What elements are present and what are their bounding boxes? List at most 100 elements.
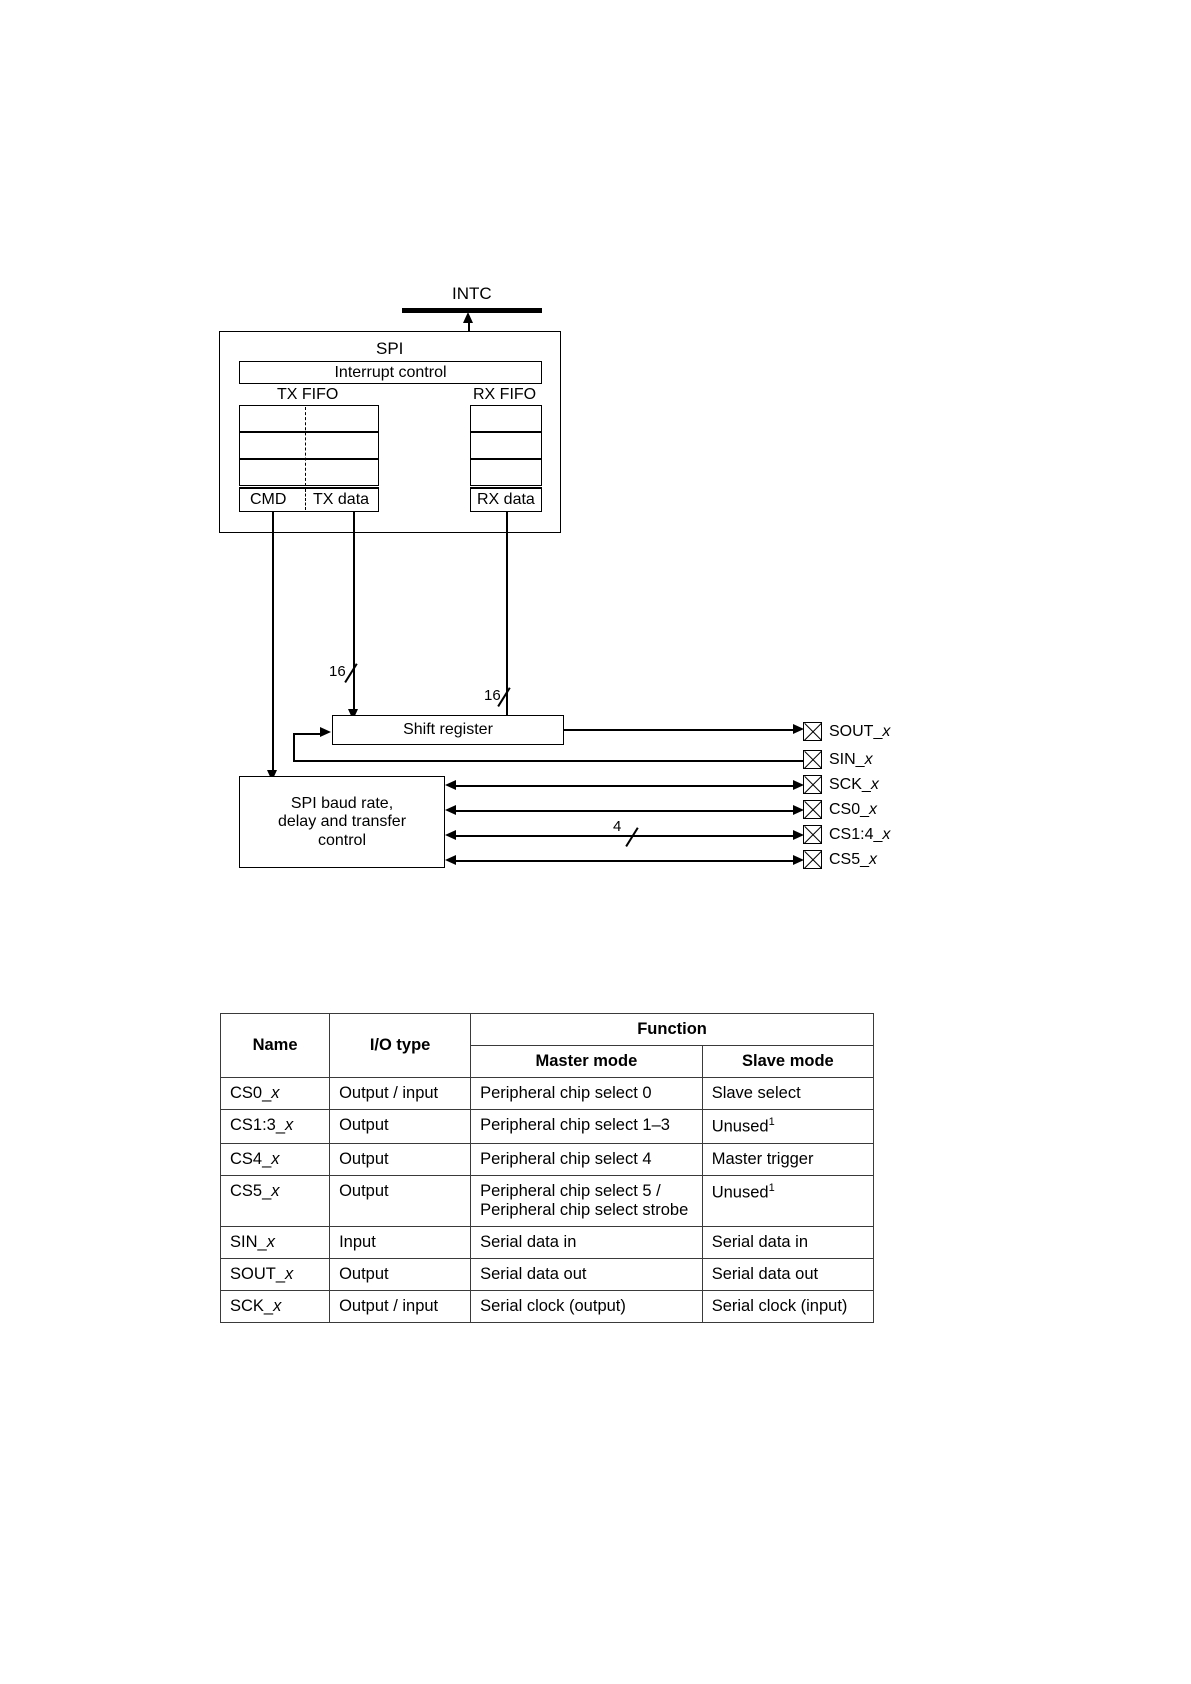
cell-name-suffix: x [271, 1181, 280, 1200]
sin-feedback-line [293, 760, 812, 762]
spi-baud-control-label-group: SPI baud rate, delay and transfer contro… [239, 795, 445, 850]
txdata-bus-width-slash [344, 663, 358, 683]
pin-label-sout: SOUT_x [829, 723, 891, 740]
pin-label-cs0-base: CS0 [829, 801, 861, 818]
baud-label-line-1: SPI baud rate, [290, 795, 394, 812]
pin-label-sin-suffix: x [864, 751, 873, 768]
pin-label-cs5-suffix: x [869, 851, 878, 868]
shift-to-rxdata-line [506, 512, 508, 716]
cell-name-suffix: x [266, 1232, 275, 1251]
shift-register-block: Shift register [332, 715, 564, 745]
cell-master-mode: Serial data in [470, 1225, 703, 1259]
cs5-arrow-right-icon [793, 855, 804, 865]
cell-io-type: Output [329, 1142, 472, 1176]
cs-bus-width-label: 4 [613, 818, 622, 835]
txdata-to-shift-line [353, 512, 355, 715]
tx-data-cell-label: TX data [313, 491, 370, 508]
cell-name: SOUT_x [219, 1257, 331, 1291]
cs0-arrow-right-icon [793, 805, 804, 815]
interrupt-control-block: Interrupt control [239, 361, 542, 384]
cell-master-mode: Peripheral chip select 1–3 [470, 1109, 703, 1144]
tx-fifo-bottom-cell [239, 487, 379, 512]
pin-label-sout-base: SOUT [829, 723, 874, 740]
spi-baud-control-block [239, 776, 445, 868]
sin-feedback-riser [293, 733, 295, 761]
tx-fifo-label: TX FIFO [277, 386, 339, 403]
cell-name-suffix: x [273, 1296, 282, 1315]
sck-arrow-left-icon [445, 780, 456, 790]
cs5-line [450, 860, 797, 862]
rx-data-cell-label: RX data [477, 491, 535, 508]
cell-slave-mode: Serial clock (input) [701, 1289, 875, 1323]
table-header-row-1: Name I/O type Function [219, 1013, 874, 1078]
cell-io-type: Output [329, 1109, 472, 1144]
pin-label-sout-suffix: x [882, 723, 891, 740]
pin-label-cs1-4-suffix: x [882, 826, 891, 843]
cmd-to-baud-arrow-icon [267, 770, 277, 781]
rx-fifo-bottom-cell [470, 487, 542, 512]
sout-line [564, 729, 797, 731]
header-name: Name [219, 1013, 331, 1078]
pin-label-sin: SIN_x [829, 751, 873, 768]
cell-master-mode: Peripheral chip select 4 [470, 1142, 703, 1176]
cell-name: CS5_x [219, 1174, 331, 1227]
sin-feedback-into-shift [293, 733, 321, 735]
sin-feedback-arrow-icon [320, 727, 331, 737]
pin-label-sck: SCK_x [829, 776, 879, 793]
cell-name: SCK_x [219, 1289, 331, 1323]
spi-block-label: SPI [376, 339, 404, 358]
cmd-cell-label: CMD [250, 491, 287, 508]
footnote-marker: 1 [768, 1181, 775, 1194]
baud-label-line-3: control [317, 831, 367, 849]
tx-fifo-cmd-data-dashed-divider [305, 407, 306, 486]
pin-label-cs0-suffix: x [869, 801, 878, 818]
intc-bus-label: INTC [452, 284, 492, 303]
pin-box-sck [803, 775, 822, 794]
pin-box-sout [803, 722, 822, 741]
cell-name-suffix: x [271, 1084, 280, 1102]
cell-name: CS4_x [219, 1142, 331, 1176]
pin-box-cs1-4 [803, 825, 822, 844]
sck-arrow-right-icon [793, 780, 804, 790]
cell-name: CS0_x [219, 1077, 331, 1110]
cs1-4-arrow-left-icon [445, 830, 456, 840]
tx-bottom-cell-dashed-divider [305, 489, 306, 510]
sck-line [450, 785, 797, 787]
header-io-type: I/O type [329, 1013, 472, 1078]
pin-label-sck-base: SCK [829, 776, 862, 793]
cs5-arrow-left-icon [445, 855, 456, 865]
tx-fifo-divider-1 [239, 431, 379, 433]
cell-name: CS1:3_x [219, 1109, 331, 1144]
footnote-marker: 1 [768, 1116, 775, 1128]
cell-slave-mode: Master trigger [701, 1142, 875, 1176]
cs1-4-line [450, 835, 797, 837]
cell-master-mode: Peripheral chip select 5 /Peripheral chi… [470, 1174, 703, 1227]
rx-fifo-label: RX FIFO [473, 386, 537, 403]
cell-io-type: Output [329, 1257, 472, 1291]
pin-label-cs1-4-base: CS1:4 [829, 826, 874, 843]
pin-label-cs0: CS0_x [829, 801, 878, 818]
tx-fifo-divider-2 [239, 458, 379, 460]
header-function: Function [470, 1013, 874, 1046]
tx-fifo-stack [239, 405, 379, 486]
pin-label-sck-suffix: x [870, 776, 879, 793]
cell-name-suffix: x [285, 1264, 294, 1283]
txdata-to-shift-arrow-icon [348, 709, 358, 720]
pin-box-cs0 [803, 800, 822, 819]
cell-name-suffix: x [285, 1116, 294, 1134]
cs1-4-arrow-right-icon [793, 830, 804, 840]
cs0-arrow-left-icon [445, 805, 456, 815]
txdata-bus-width-label: 16 [329, 663, 346, 680]
table-header-row-2: Master mode Slave mode [221, 1045, 875, 1078]
pin-box-sin [803, 750, 822, 769]
cell-io-type: Output / input [329, 1077, 472, 1110]
cell-name: SIN_x [219, 1225, 331, 1259]
baud-label-line-2: delay and transfer [277, 813, 407, 831]
rx-fifo-divider-1 [470, 431, 542, 433]
cell-io-type: Output / input [329, 1289, 472, 1323]
